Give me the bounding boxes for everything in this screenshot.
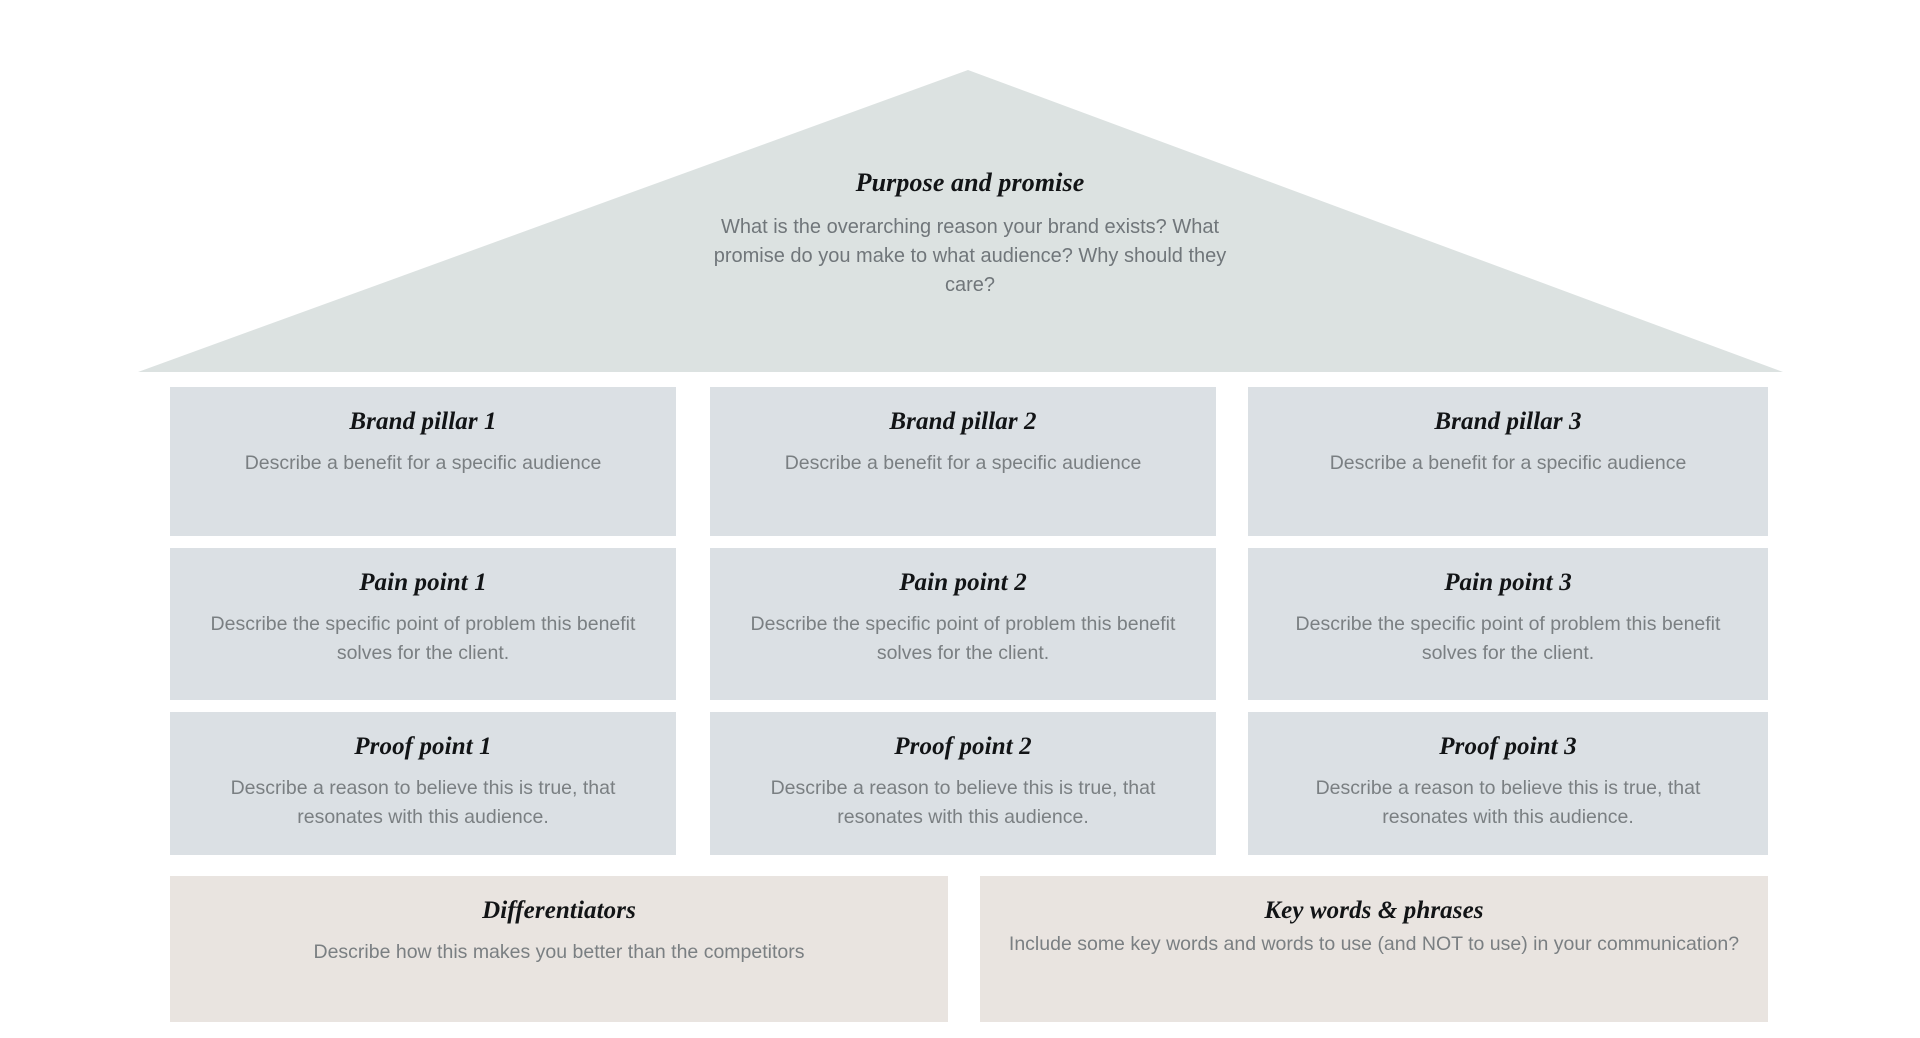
pain-point-description-3: Describe the specific point of problem t… xyxy=(1295,612,1721,665)
brand-pillar-title-3: Brand pillar 3 xyxy=(1434,408,1582,435)
pain-point-title-2: Pain point 2 xyxy=(899,569,1027,596)
pain-point-card-2[interactable]: Pain point 2 Describe the specific point… xyxy=(710,548,1216,700)
roof-title: Purpose and promise xyxy=(855,168,1085,197)
pain-point-card-1[interactable]: Pain point 1 Describe the specific point… xyxy=(170,548,676,700)
proof-point-description-3: Describe a reason to believe this is tru… xyxy=(1315,776,1701,829)
brand-pillar-title-1: Brand pillar 1 xyxy=(349,408,497,435)
pain-point-description-2: Describe the specific point of problem t… xyxy=(750,612,1176,665)
key-words-card[interactable]: Key words & phrases Include some key wor… xyxy=(980,876,1768,1022)
pain-point-title-3: Pain point 3 xyxy=(1444,569,1572,596)
brand-pillar-description-2: Describe a benefit for a specific audien… xyxy=(784,451,1142,474)
roof-triangle-shape xyxy=(138,70,1783,372)
roof-section: Purpose and promise What is the overarch… xyxy=(0,0,1920,380)
differentiators-card[interactable]: Differentiators Describe how this makes … xyxy=(170,876,948,1022)
key-words-description: Include some key words and words to use … xyxy=(1008,932,1740,955)
brand-pillar-card-3[interactable]: Brand pillar 3 Describe a benefit for a … xyxy=(1248,387,1768,536)
proof-point-title-1: Proof point 1 xyxy=(354,733,492,760)
roof-text-block: Purpose and promise What is the overarch… xyxy=(700,168,1240,300)
differentiators-description: Describe how this makes you better than … xyxy=(313,940,805,963)
brand-pillar-card-2[interactable]: Brand pillar 2 Describe a benefit for a … xyxy=(710,387,1216,536)
pain-point-title-1: Pain point 1 xyxy=(359,569,487,596)
proof-point-card-1[interactable]: Proof point 1 Describe a reason to belie… xyxy=(170,712,676,855)
roof-description: What is the overarching reason your bran… xyxy=(713,215,1227,296)
pain-point-description-1: Describe the specific point of problem t… xyxy=(210,612,636,665)
proof-point-description-1: Describe a reason to believe this is tru… xyxy=(230,776,616,829)
proof-point-card-2[interactable]: Proof point 2 Describe a reason to belie… xyxy=(710,712,1216,855)
brand-pillar-title-2: Brand pillar 2 xyxy=(889,408,1037,435)
proof-point-title-2: Proof point 2 xyxy=(894,733,1032,760)
brand-pillar-card-1[interactable]: Brand pillar 1 Describe a benefit for a … xyxy=(170,387,676,536)
proof-point-title-3: Proof point 3 xyxy=(1439,733,1577,760)
key-words-title: Key words & phrases xyxy=(1264,897,1484,924)
pain-point-card-3[interactable]: Pain point 3 Describe the specific point… xyxy=(1248,548,1768,700)
proof-point-description-2: Describe a reason to believe this is tru… xyxy=(770,776,1156,829)
brand-pillar-description-3: Describe a benefit for a specific audien… xyxy=(1329,451,1687,474)
brand-pillar-description-1: Describe a benefit for a specific audien… xyxy=(244,451,602,474)
proof-point-card-3[interactable]: Proof point 3 Describe a reason to belie… xyxy=(1248,712,1768,855)
differentiators-title: Differentiators xyxy=(482,897,636,924)
